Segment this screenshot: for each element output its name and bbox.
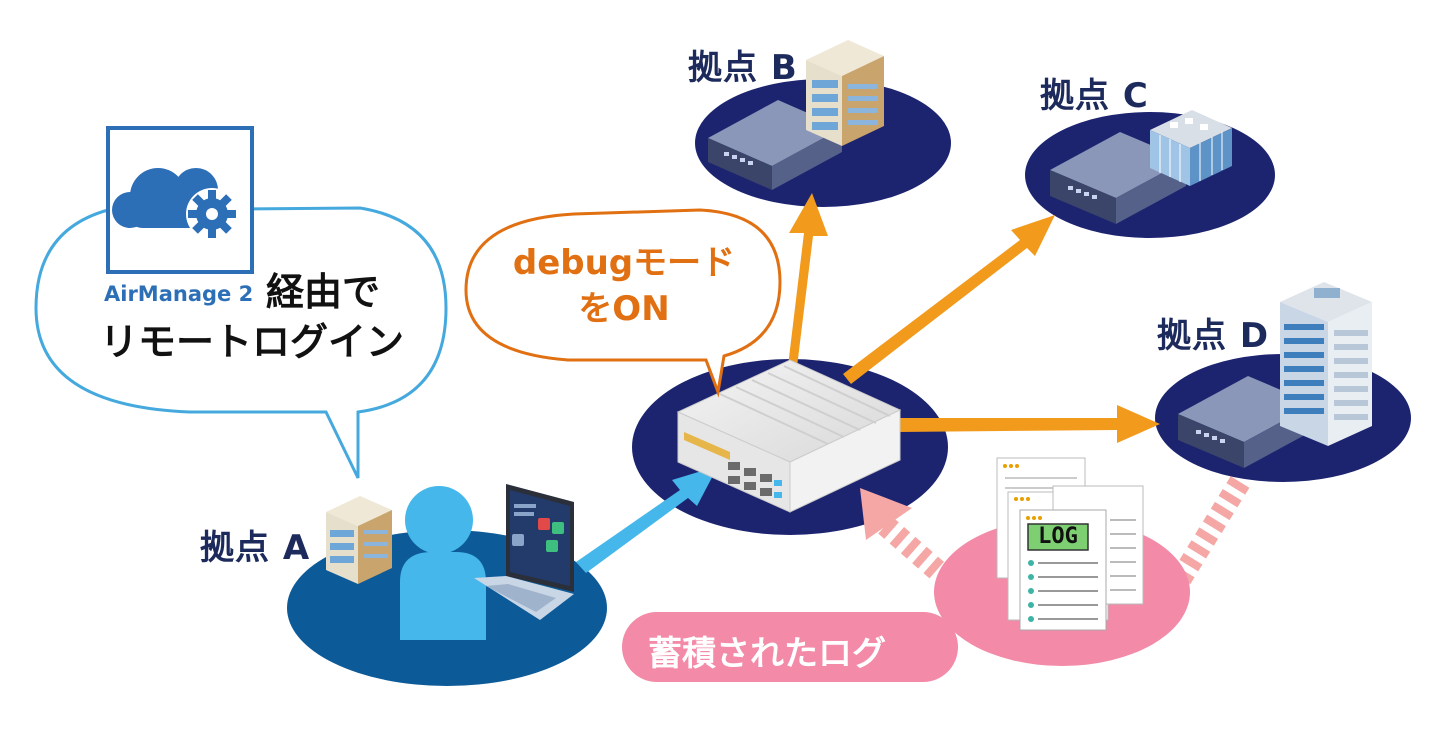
site-b-label: 拠点 B (688, 48, 798, 88)
log-caption-pill (622, 612, 958, 682)
log-doc-label: LOG (1038, 524, 1078, 549)
log-dashed-arrow-right (1170, 476, 1250, 586)
arrow-to-d (898, 405, 1160, 443)
arrow-user-to-hub (576, 466, 718, 573)
airmanage-speech-bubble (34, 206, 448, 479)
gear-icon (186, 188, 238, 240)
arrow-to-c (843, 215, 1055, 384)
log-dashed-arrow-left (876, 515, 956, 589)
site-c-label: 拠点 C (1040, 76, 1149, 116)
building-site-d (1280, 282, 1372, 446)
building-site-a (326, 496, 392, 584)
debug-bubble-line2: をON (578, 289, 670, 329)
airmanage-bubble-line1: 経由で (266, 270, 381, 314)
debug-speech-bubble (464, 208, 782, 398)
site-a-label: 拠点 A (200, 528, 311, 568)
log-caption: 蓄積されたログ (648, 634, 886, 674)
site-d-label: 拠点 D (1157, 316, 1270, 356)
building-site-c (1150, 110, 1232, 186)
log-arrowhead (860, 488, 912, 540)
user-figure (400, 486, 486, 640)
log-documents (996, 457, 1144, 631)
airmanage-bubble-line2: リモートログイン (100, 320, 405, 364)
airmanage-logo-text: AirManage 2 (104, 282, 254, 306)
debug-bubble-line1: debugモード (512, 243, 736, 283)
laptop-icon (474, 484, 574, 620)
central-router (676, 359, 902, 513)
arrow-to-b (788, 193, 828, 367)
building-site-b (806, 40, 884, 146)
